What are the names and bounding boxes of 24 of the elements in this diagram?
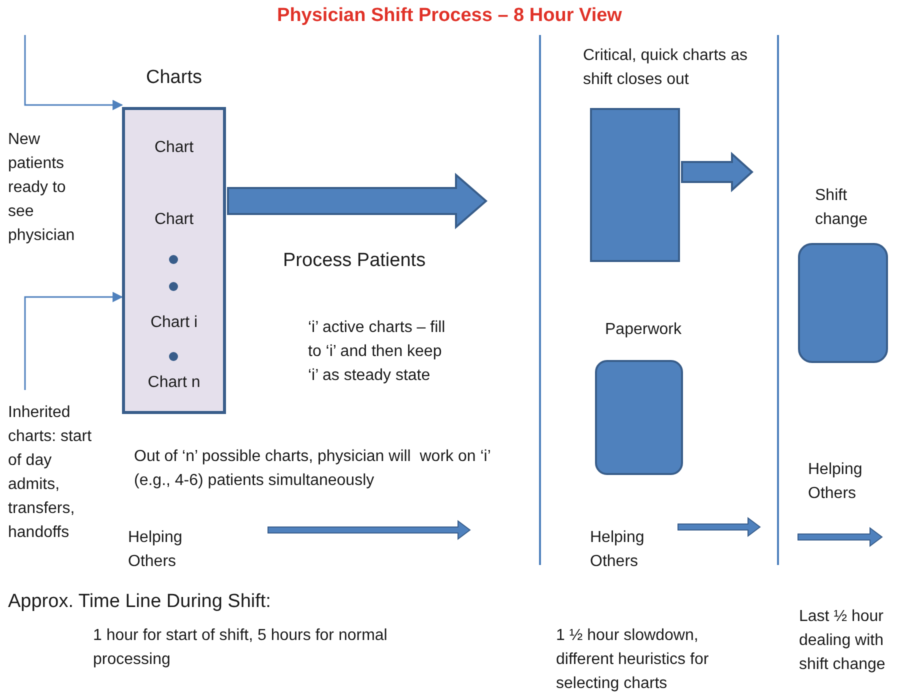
chart-label: Chart i [149,313,199,333]
box-heading: Shift change [815,186,868,230]
timeline-note: 1 hour for start of shift, 5 hours for normal processing [93,626,388,670]
chart-label: Chart [153,138,195,158]
diagram-title: Physician Shift Process – 8 Hour View [276,4,623,28]
note-text: ‘i’ active charts – fill to ‘i’ and then keep ‘i’ as steady state [308,318,446,386]
block-arrow [227,172,488,230]
box-heading: Paperwork [605,320,682,340]
section-heading: Approx. Time Line During Shift: [8,590,272,614]
note-text: Out of ‘n’ possible charts, physician will work on ‘i’ (e.g., 4-6) patients simultaneously [134,447,492,491]
block-arrow [681,152,754,192]
chart-label: Chart [153,210,195,230]
note-text: Helping Others [128,528,184,572]
note-text: Helping Others [590,528,646,572]
column-heading: Charts [145,66,203,90]
note-text: Helping Others [808,460,864,504]
arrow [24,292,124,390]
timeline-note: Last ½ hour dealing with shift change [799,607,886,675]
arrow [24,35,124,110]
note-text: Inherited charts: start of day admits, transfers, handoffs [8,403,93,543]
timeline-note: 1 ½ hour slowdown, different heuristics for selecting charts [556,626,710,694]
chart-label: Chart n [146,373,202,393]
note-text: New patients ready to see physician [8,130,76,246]
box-heading: Critical, quick charts as shift closes out [583,46,748,90]
